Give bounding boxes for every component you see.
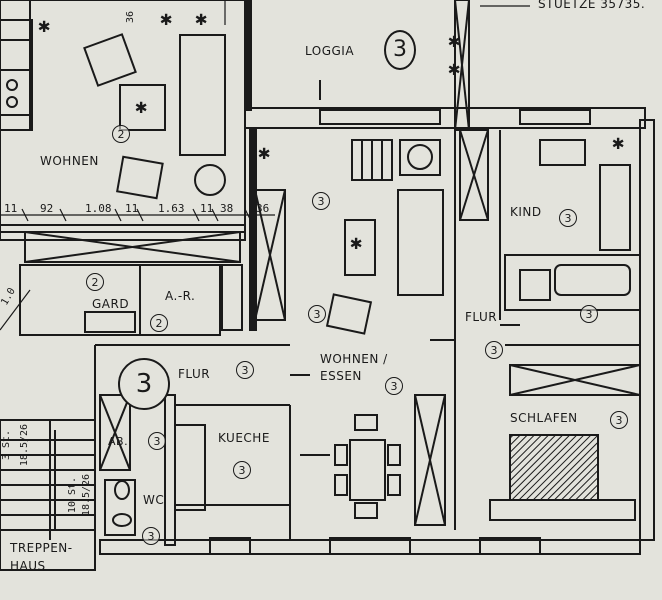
marker-wc: 3 <box>142 527 160 545</box>
plant-icon: ✱ <box>258 140 271 164</box>
room-label-wc: WC <box>143 493 165 507</box>
dimension-label: 11 <box>125 202 139 215</box>
plant-icon: ✱ <box>350 230 363 254</box>
coffee-table <box>344 219 376 276</box>
marker-wohnen-left: 2 <box>112 125 130 143</box>
marker-wohnen-mid: 3 <box>308 305 326 323</box>
dimension-label: 1.63 <box>158 202 185 215</box>
header-note: STUETZE 35735. <box>538 0 646 11</box>
room-label-loggia: LOGGIA <box>305 44 355 58</box>
plant-icon: ✱ <box>195 6 208 30</box>
marker-flur-center: 3 <box>236 361 254 379</box>
room-label-kueche: KUECHE <box>218 431 270 445</box>
bath-block <box>504 254 641 311</box>
marker-wohnen-top: 3 <box>312 192 330 210</box>
marker-wohnen-right: 3 <box>385 377 403 395</box>
wall-right <box>639 119 655 541</box>
stair-label: 18.5/26 <box>81 473 93 517</box>
stair-label: 18.5/26 <box>19 423 31 467</box>
wardrobe-center <box>414 394 446 526</box>
wall-wohnen-left <box>0 0 246 241</box>
sofa <box>397 189 444 296</box>
marker-kind: 3 <box>559 209 577 227</box>
stair-marker: 3 <box>118 358 170 410</box>
room-label-wohnen-essen-2: ESSEN <box>320 369 362 383</box>
dimension-label: 11 <box>4 202 18 215</box>
room-label-gard: GARD <box>92 297 130 311</box>
marker-gard: 2 <box>86 273 104 291</box>
dimension-label: 36 <box>256 202 270 215</box>
marker-flur-right-1: 3 <box>580 305 598 323</box>
plant-icon: ✱ <box>448 56 461 80</box>
plant-icon: ✱ <box>160 6 173 30</box>
ab-cabinet <box>99 394 131 471</box>
marker-ar: 2 <box>150 314 168 332</box>
wardrobe-left <box>254 189 286 321</box>
marker-ab: 3 <box>148 432 166 450</box>
room-label-ab: AB. <box>108 435 129 448</box>
dimension-label: 36 <box>125 10 137 24</box>
room-label-ar: A.-R. <box>165 289 196 303</box>
plant-icon: ✱ <box>448 28 461 52</box>
kind-desk <box>539 139 586 166</box>
room-label-treppenhaus-1: TREPPEN- <box>10 541 73 555</box>
room-label-schlafen: SCHLAFEN <box>510 411 578 425</box>
kind-bed <box>599 164 631 251</box>
marker-kueche: 3 <box>233 461 251 479</box>
room-label-kind: KIND <box>510 205 542 219</box>
dimension-label: 1.08 <box>85 202 112 215</box>
double-bed <box>509 434 599 501</box>
stair-label: 3 St. <box>1 429 13 461</box>
stair-label: 10 St. <box>67 476 79 514</box>
wardrobe-schlafen <box>509 364 641 396</box>
dimension-label: 92 <box>40 202 54 215</box>
dining-table <box>349 439 386 501</box>
room-label-flur-right: FLUR <box>465 310 498 324</box>
loggia-marker: 3 <box>384 30 416 70</box>
room-label-wohnen-essen-1: WOHNEN / <box>320 352 388 366</box>
plant-icon: ✱ <box>135 94 148 118</box>
dimension-label: 11 <box>200 202 214 215</box>
room-label-wohnen-left: WOHNEN <box>40 154 99 168</box>
dimension-label: 38 <box>220 202 234 215</box>
gard-ar-block <box>19 264 221 336</box>
armchair-2 <box>325 293 373 335</box>
bathtub <box>554 264 631 296</box>
marker-flur-right-2: 3 <box>485 341 503 359</box>
room-label-flur-center: FLUR <box>178 367 211 381</box>
marker-schlafen: 3 <box>610 411 628 429</box>
plant-icon: ✱ <box>38 13 51 37</box>
wardrobe-kind <box>459 129 489 221</box>
room-label-treppenhaus-2: HAUS <box>10 559 46 573</box>
kitchen-counter <box>174 424 206 511</box>
wall-bottom <box>99 539 641 555</box>
plant-icon: ✱ <box>612 130 625 154</box>
